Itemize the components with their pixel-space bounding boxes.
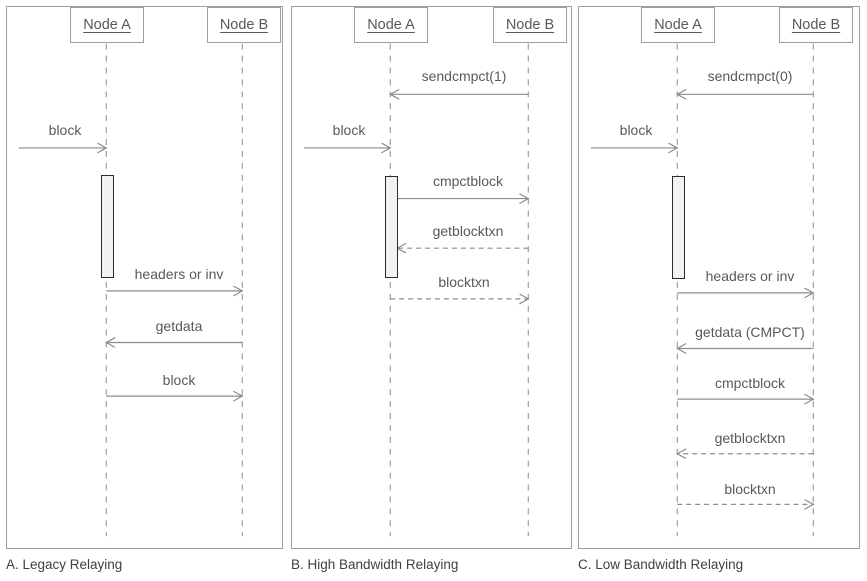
message-label-block-in: block [332, 122, 366, 138]
message-label-cmpctblock: cmpctblock [714, 375, 786, 391]
participant-label-node-a: Node A [654, 17, 702, 33]
participant-label-node-b: Node B [219, 17, 269, 33]
participant-label-node-b: Node B [791, 17, 841, 33]
participant-box-node-a[interactable]: Node A [70, 7, 144, 43]
message-label-headers-or-inv: headers or inv [134, 266, 224, 282]
participant-box-node-b[interactable]: Node B [493, 7, 567, 43]
participant-box-node-b[interactable]: Node B [207, 7, 281, 43]
participant-label-node-a: Node A [83, 17, 131, 33]
participant-box-node-a[interactable]: Node A [641, 7, 715, 43]
caption-panel-a: A. Legacy Relaying [6, 557, 123, 572]
message-label-getdata: getdata [155, 318, 203, 334]
panel-b-high-bandwidth-relaying: Node A Node B sendcmpct(1) block cmpctbl… [291, 6, 572, 549]
message-label-sendcmpct-0: sendcmpct(0) [707, 68, 793, 84]
message-label-block-out: block [162, 372, 196, 388]
message-label-blocktxn: blocktxn [724, 481, 776, 497]
caption-panel-b: B. High Bandwidth Relaying [291, 557, 459, 572]
caption-panel-c: C. Low Bandwidth Relaying [578, 557, 744, 572]
message-label-cmpctblock: cmpctblock [432, 173, 504, 189]
participant-label-node-a: Node A [367, 17, 415, 33]
message-label-getblocktxn: getblocktxn [432, 223, 504, 239]
panel-a-canvas [18, 43, 282, 537]
activation-bar-node-a [672, 176, 685, 279]
message-label-block-in: block [619, 122, 653, 138]
participant-box-node-b[interactable]: Node B [779, 7, 853, 43]
activation-bar-node-a [101, 175, 114, 278]
participant-box-node-a[interactable]: Node A [354, 7, 428, 43]
panel-c-low-bandwidth-relaying: Node A Node B sendcmpct(0) block headers… [578, 6, 860, 549]
message-label-getdata-cmpct: getdata (CMPCT) [695, 324, 805, 340]
message-label-block-in: block [48, 122, 82, 138]
message-label-getblocktxn: getblocktxn [714, 430, 786, 446]
panel-c-canvas [590, 43, 859, 537]
message-label-sendcmpct-1: sendcmpct(1) [421, 68, 507, 84]
message-label-blocktxn: blocktxn [438, 274, 490, 290]
panel-a-legacy-relaying: Node A Node B block headers or inv getda… [6, 6, 283, 549]
message-label-headers-or-inv: headers or inv [705, 268, 795, 284]
activation-bar-node-a [385, 176, 398, 278]
participant-label-node-b: Node B [505, 17, 555, 33]
panel-b-canvas [303, 43, 571, 537]
